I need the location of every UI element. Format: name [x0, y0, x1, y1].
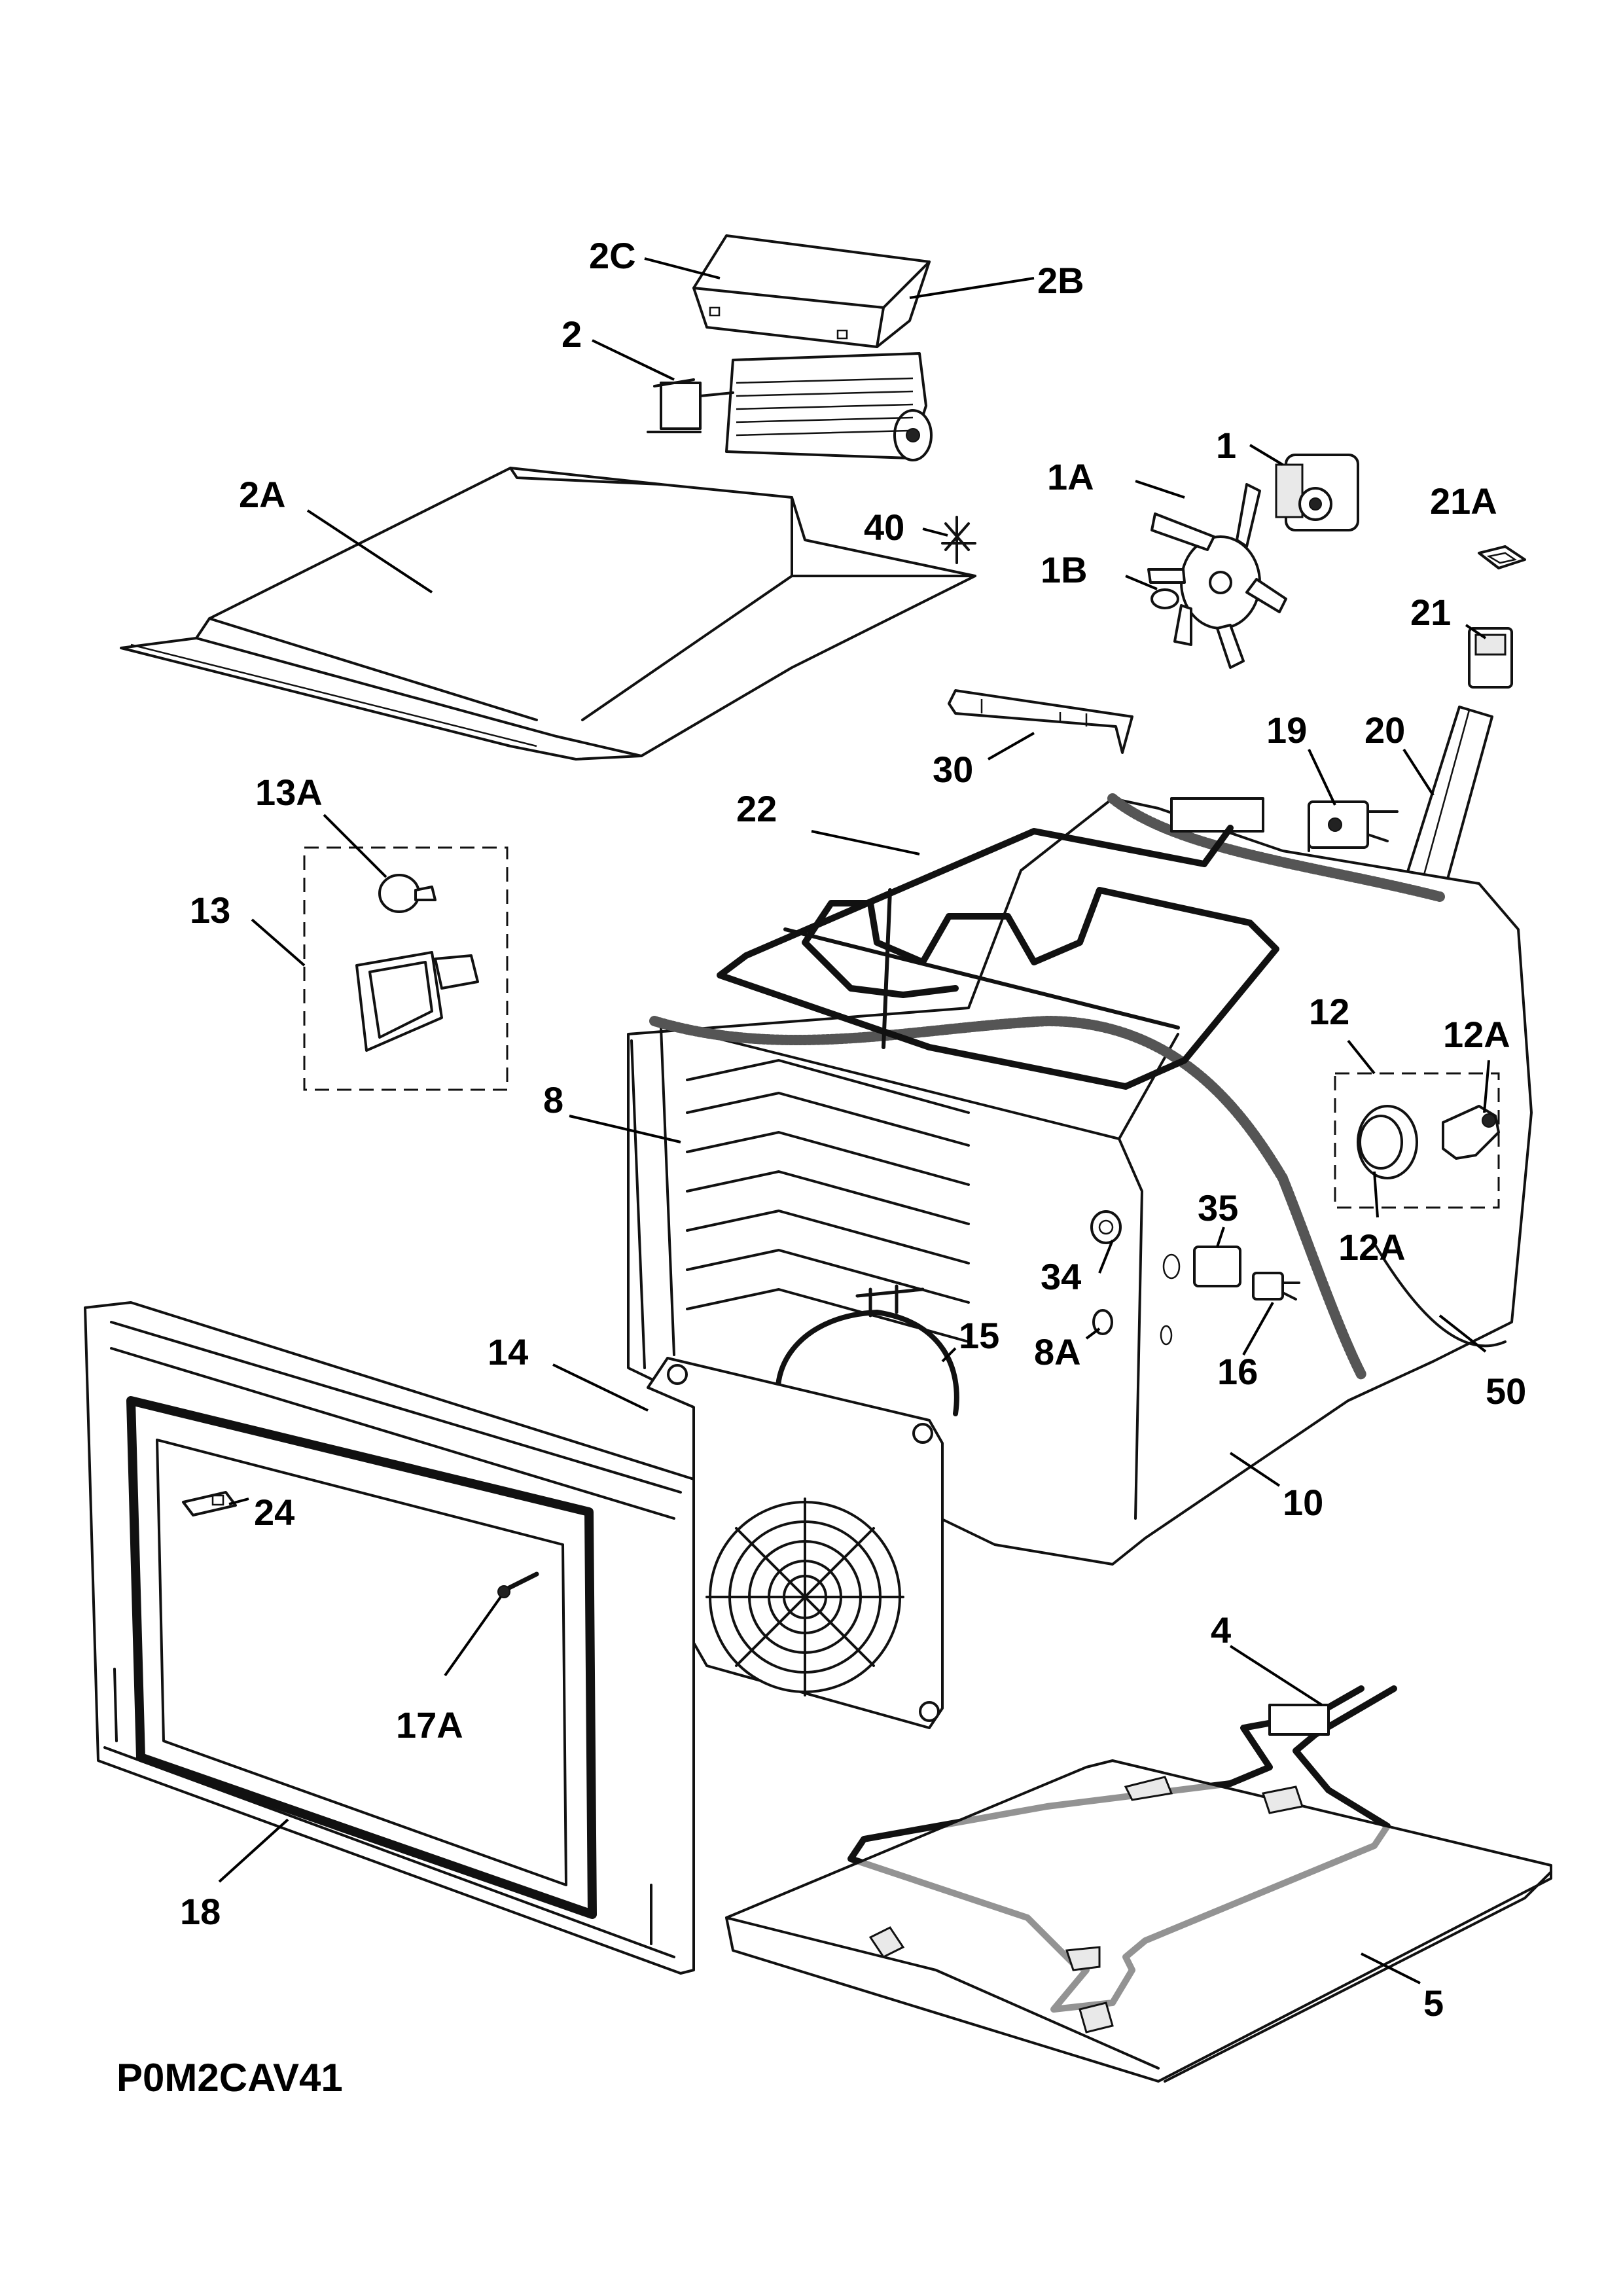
label-2B: 2B [1037, 260, 1084, 301]
label-4: 4 [1211, 1609, 1231, 1651]
label-10: 10 [1283, 1482, 1323, 1523]
label-2: 2 [562, 314, 582, 355]
label-12: 12 [1309, 991, 1349, 1032]
label-13A: 13A [255, 772, 323, 813]
door-hinge-part-17A [497, 1571, 539, 1598]
fan-blade-part-1A [1147, 483, 1287, 669]
label-8: 8 [543, 1079, 563, 1121]
switch-part-21 [1468, 627, 1513, 689]
label-50: 50 [1486, 1371, 1526, 1412]
door-catch-part-24 [182, 1491, 237, 1516]
label-22: 22 [736, 788, 777, 829]
label-13: 13 [190, 889, 230, 931]
label-21: 21 [1410, 592, 1451, 633]
fan-motor-part-1 [1275, 454, 1359, 531]
bottom-tray-part-5 [725, 1759, 1552, 2083]
label-16: 16 [1217, 1351, 1258, 1392]
door-frame-part-18 [84, 1301, 695, 1975]
lamp-assembly-part-13 [303, 846, 508, 1091]
oven-cavity-part-10 [627, 793, 1533, 1566]
air-duct-part-2B [692, 234, 931, 348]
label-1A: 1A [1047, 456, 1094, 497]
label-21A: 21A [1430, 480, 1497, 522]
sensor-part-16 [1252, 1272, 1300, 1300]
label-40: 40 [864, 507, 904, 548]
label-18: 18 [180, 1891, 221, 1932]
label-2A: 2A [239, 474, 286, 515]
label-17A: 17A [396, 1704, 463, 1746]
label-1: 1 [1216, 425, 1236, 466]
part-labels: 2C 2B 2 2A 1 1A 40 1B 21A 21 30 19 20 13… [180, 235, 1526, 2024]
label-8A: 8A [1034, 1331, 1081, 1372]
label-12A-bottom: 12A [1338, 1227, 1406, 1268]
fan-motor-part-2 [647, 352, 933, 461]
leader-lines [218, 257, 1490, 1984]
lamp-assembly-part-12 [1334, 1072, 1500, 1209]
label-14: 14 [488, 1331, 528, 1372]
bracket-part-30 [948, 689, 1133, 754]
label-15: 15 [959, 1315, 999, 1356]
grill-element-part-22 [717, 825, 1279, 1090]
fixing-part-8A [1092, 1309, 1113, 1335]
label-19: 19 [1266, 709, 1307, 751]
label-12A-top: 12A [1443, 1014, 1510, 1055]
hole-marker [1160, 1325, 1173, 1346]
lamp-cover-part-21A [1478, 545, 1526, 569]
terminal-part-34 [1090, 1210, 1122, 1244]
top-cover-part-2A [120, 467, 976, 761]
label-2C: 2C [589, 235, 636, 276]
fan-support-part-40 [941, 516, 976, 564]
label-20: 20 [1364, 709, 1405, 751]
fan-nut-part-1B [1150, 588, 1179, 609]
thermostat-part-19 [1308, 800, 1399, 852]
label-24: 24 [254, 1492, 294, 1533]
diagram-code: P0M2CAV41 [116, 2056, 343, 2100]
label-30: 30 [933, 749, 973, 790]
label-34: 34 [1041, 1256, 1081, 1297]
label-35: 35 [1198, 1187, 1238, 1229]
label-1B: 1B [1041, 549, 1088, 590]
label-5: 5 [1423, 1982, 1444, 2024]
duct-part-20 [1406, 706, 1493, 885]
